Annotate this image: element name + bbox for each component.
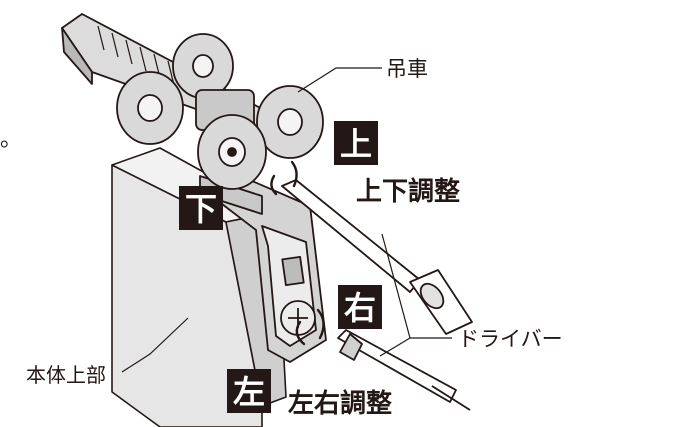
label-hanger: 吊車 bbox=[386, 57, 428, 81]
leader-body bbox=[121, 317, 189, 373]
svg-text:左: 左 bbox=[233, 373, 265, 411]
label-updown-adjust: 上下調整 bbox=[356, 176, 460, 207]
leftright-screw bbox=[280, 300, 316, 336]
leader-driver-b bbox=[379, 337, 411, 357]
label-leftright-adjust: 左右調整 bbox=[288, 388, 392, 419]
badge-down: 下 bbox=[179, 186, 223, 230]
badge-up: 上 bbox=[334, 121, 378, 165]
edge-mark: 。 bbox=[0, 127, 22, 152]
svg-text:右: 右 bbox=[344, 289, 376, 327]
svg-text:下: 下 bbox=[185, 190, 217, 228]
hanger-wheels bbox=[116, 33, 324, 190]
leader-lines bbox=[121, 67, 452, 373]
screwdriver-lower bbox=[337, 329, 471, 411]
leader-hanger bbox=[297, 67, 382, 93]
rotation-arrows bbox=[270, 160, 325, 346]
svg-text:上: 上 bbox=[340, 125, 372, 163]
label-driver: ドライバー bbox=[458, 327, 563, 351]
label-body-top: 本体上部 bbox=[26, 363, 106, 387]
badge-left: 左 bbox=[227, 369, 271, 413]
screwdriver-upper bbox=[281, 179, 473, 335]
badge-right: 右 bbox=[338, 285, 382, 329]
